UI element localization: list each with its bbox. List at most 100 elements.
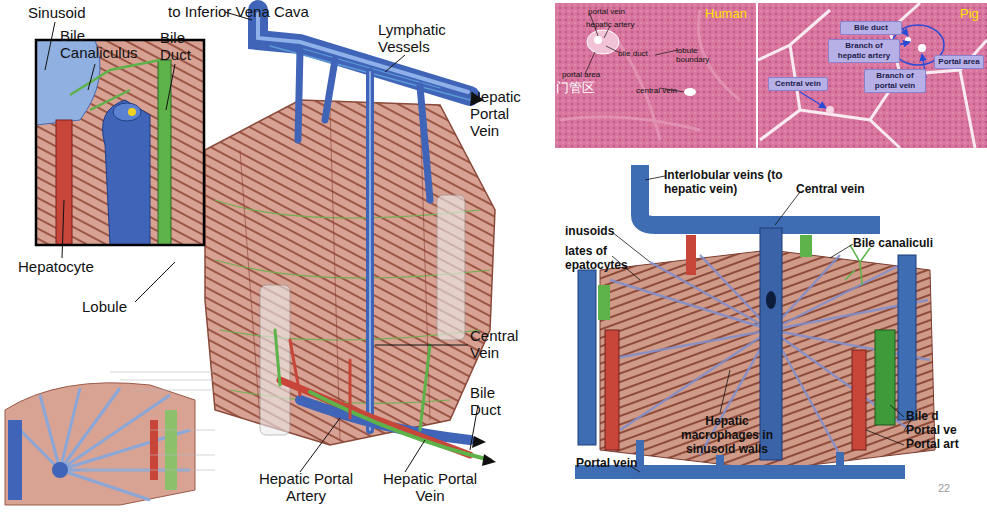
blood-vessel: [898, 255, 916, 420]
inset-box: [36, 40, 204, 245]
box-label: Central vein: [771, 79, 825, 89]
blood-vessel: [760, 228, 782, 460]
label-text: Hepatic Portal Artery: [246, 470, 366, 504]
label-text: Lobule: [82, 298, 152, 315]
leader-line: [866, 430, 904, 445]
label-text: Portal art: [906, 437, 986, 451]
leader-line: [890, 405, 904, 417]
label-text: Portal ve: [906, 423, 986, 437]
box-label: Portal area: [937, 57, 981, 67]
label-text: Bile Duct: [470, 384, 515, 418]
lobule-tissue: [240, 108, 430, 440]
leader-line: [775, 192, 800, 225]
glass-cylinder: [437, 195, 465, 340]
label-box: Portal area: [934, 55, 984, 69]
panel-title: Human: [705, 6, 747, 21]
glass-cylinder: [260, 285, 290, 435]
label-text: Bile Canaliculus: [60, 27, 150, 61]
hepatic-vessels: [258, 14, 468, 92]
leader-line: [720, 370, 730, 413]
histology-photo: [594, 36, 602, 44]
label-text: hepatic artery: [586, 20, 656, 29]
label-text: inusoids: [565, 224, 625, 238]
hepatic-vessels: [298, 50, 430, 200]
box-label: Bile duct: [843, 23, 899, 33]
label-text: 22: [938, 482, 968, 495]
histology-photo: [918, 44, 926, 52]
leader-line: [166, 64, 175, 110]
lobule-tissue: [205, 100, 495, 445]
label-text: Bile canaliculi: [853, 236, 963, 250]
box-label: Branch of hepatic artery: [831, 41, 897, 61]
hepatic-vessels: [258, 10, 470, 96]
histology-photo: [560, 10, 740, 140]
histology-photo: [555, 3, 756, 148]
photo-panel: PigBile ductBranch of hepatic arteryBran…: [758, 3, 987, 148]
label-box: Bile duct: [840, 21, 902, 35]
hepatic-vessels: [310, 392, 490, 460]
inset-box: [36, 40, 204, 245]
lobule-wedge: [10, 388, 190, 500]
inset-box: [113, 103, 141, 121]
leader-line: [612, 176, 912, 472]
label-text: bile duct: [618, 49, 668, 58]
inset-box: [158, 60, 171, 245]
lobule-tissue: [205, 100, 495, 445]
glass-cylinder: [260, 195, 465, 435]
blood-vessel: [605, 330, 619, 450]
histology-photo: [758, 3, 987, 148]
hepatic-vessels: [258, 10, 490, 460]
hepatic-vessels: [369, 72, 371, 430]
inset-box: [70, 60, 160, 110]
inset-box: [36, 40, 204, 245]
leader-line: [830, 244, 853, 258]
label-text: Hepatic macrophages in sinusoid walls: [672, 414, 782, 456]
leader-line: [375, 345, 468, 346]
leader-line: [405, 440, 425, 472]
inset-box: [128, 108, 136, 116]
label-text: Lymphatic Vessels: [378, 21, 463, 55]
blood-vessel: [800, 235, 812, 257]
blood-vessel: [578, 270, 596, 445]
label-text: Bile d: [906, 409, 986, 423]
label-text: lobule boundary: [676, 46, 721, 64]
label-text: Central Vein: [470, 327, 530, 361]
histology-photo: [758, 3, 987, 148]
blood-vessel: [766, 291, 776, 309]
lobule-wedge: [52, 462, 68, 478]
label-text: portal vein: [588, 7, 648, 16]
hepatic-vessels: [290, 340, 350, 418]
label-text: 门管区: [556, 80, 606, 95]
histology-photo: [902, 28, 908, 36]
histology-photo: [758, 3, 987, 148]
inset-box: [103, 100, 151, 245]
label-box: Central vein: [768, 77, 828, 91]
lobule-wedge: [8, 420, 22, 500]
inset-box: [36, 40, 204, 245]
label-text: Central vein: [796, 182, 896, 196]
inset-box: [36, 40, 204, 245]
label-text: portal area: [562, 70, 612, 79]
label-text: Interlobular veins (to hepatic vein): [664, 168, 804, 196]
histology-photo: [684, 88, 696, 96]
box-label: Branch of portal vein: [867, 71, 923, 91]
label-text: Hepatocyte: [18, 258, 118, 275]
flow-arrow: [472, 436, 486, 448]
lobule-wedge: [80, 372, 215, 470]
blood-vessel: [598, 285, 610, 320]
blood-vessel: [575, 165, 916, 472]
blood-vessel: [686, 235, 696, 275]
label-text: central vein: [636, 86, 696, 95]
histology-photo: [585, 14, 684, 92]
leader-line: [385, 55, 405, 72]
inset-box: [56, 120, 72, 245]
histology-photo: [555, 3, 756, 148]
label-text: Portal vein: [576, 456, 666, 470]
histology-photo: [826, 106, 834, 114]
leader-line: [300, 418, 340, 472]
label-text: Hepatic Portal Vein: [375, 470, 485, 504]
